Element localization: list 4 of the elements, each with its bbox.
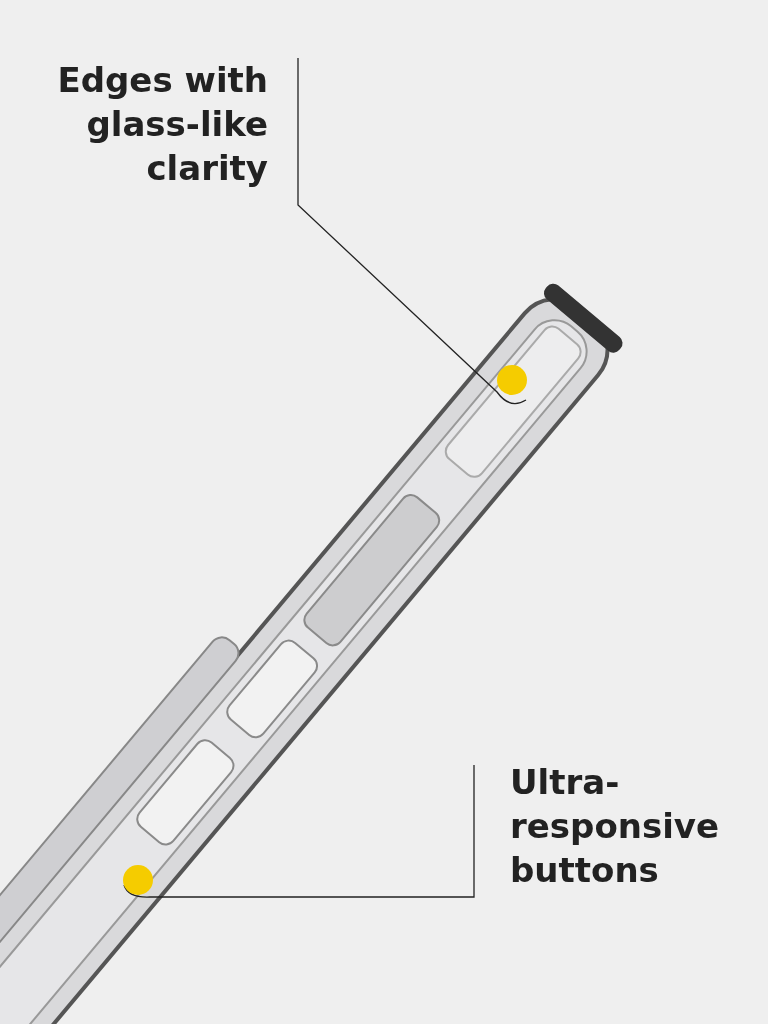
leader-line: [297, 57, 527, 405]
leader-line: [123, 764, 475, 898]
callout-text: Ultra-responsive buttons: [474, 760, 754, 892]
callout-text: Edges with glass-like clarity: [30, 58, 298, 190]
